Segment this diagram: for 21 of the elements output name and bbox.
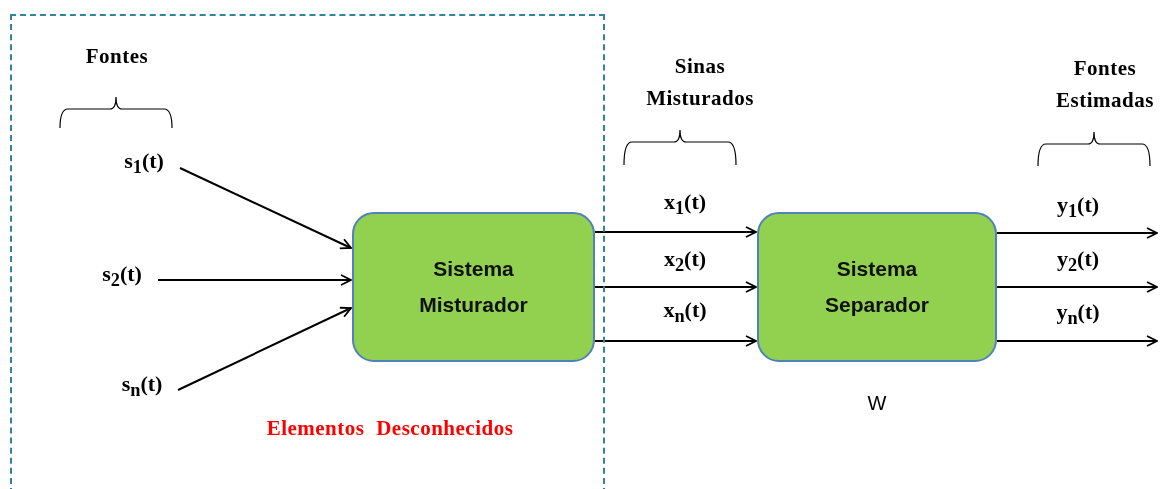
signal-label: s$_{2}$(t) — [86, 258, 158, 290]
group-heading: Fontes — [84, 43, 150, 70]
box-caption: W — [866, 392, 888, 415]
group-heading: Fontes Estimadas — [1055, 55, 1155, 114]
arrow — [177, 306, 352, 391]
group-heading: Sinas Misturados — [645, 53, 755, 112]
arrow — [594, 226, 757, 238]
arrow — [594, 281, 757, 293]
arrow — [996, 335, 1158, 347]
process-box — [352, 212, 595, 362]
signal-label: s$_{1}$(t) — [108, 145, 180, 177]
box-label: Sistema Separador — [824, 256, 930, 318]
arrow — [996, 281, 1158, 293]
arrow — [157, 274, 352, 286]
region-label: Elementos Desconhecidos — [265, 415, 515, 442]
signal-label: s$_{n}$(t) — [106, 368, 178, 400]
box-label: Sistema Misturador — [418, 256, 529, 318]
dashed-region — [10, 14, 605, 489]
arrow — [996, 227, 1158, 239]
arrow — [594, 335, 757, 347]
arrow — [179, 167, 352, 250]
